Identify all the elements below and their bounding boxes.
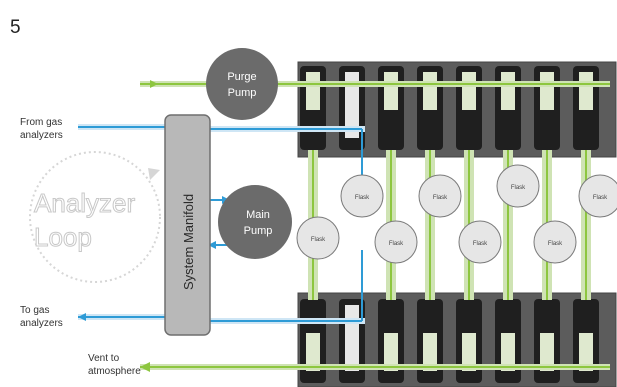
- analyzer-loop-label-1: Analyzer: [34, 188, 135, 218]
- from-gas-analyzers-label-2: analyzers: [20, 130, 63, 141]
- upper-valve-8: [573, 66, 599, 150]
- lower-valve-4: [417, 299, 443, 383]
- vent-label-2: atmosphere: [88, 366, 141, 377]
- lower-valve-5: [456, 299, 482, 383]
- lower-valve-8: [573, 299, 599, 383]
- analyzer-loop: Analyzer Loop: [29, 151, 161, 283]
- purge-pump-label-2: Pump: [228, 87, 257, 99]
- flask-label: Flask: [433, 195, 448, 201]
- analyzer-loop-label-2: Loop: [34, 222, 92, 252]
- flask-label: Flask: [548, 241, 563, 247]
- flask-7: Flask: [533, 220, 577, 264]
- upper-valve-4: [417, 66, 443, 150]
- flask-1: Flask: [296, 216, 340, 260]
- upper-valve-7: [534, 66, 560, 150]
- side-labels: From gas analyzers To gas analyzers Vent…: [20, 117, 141, 377]
- to-gas-analyzers-label-2: analyzers: [20, 318, 63, 329]
- flask-2: Flask: [340, 174, 384, 218]
- flask-label: Flask: [511, 185, 526, 191]
- upper-valve-5: [456, 66, 482, 150]
- purge-pump: Purge Pump: [206, 48, 278, 120]
- flask-5: Flask: [458, 220, 502, 264]
- upper-valve-6: [495, 66, 521, 150]
- lower-valve-6: [495, 299, 521, 383]
- purge-pump-label-1: Purge: [227, 71, 256, 83]
- upper-valve-1: [300, 66, 326, 150]
- flask-4: Flask: [418, 174, 462, 218]
- flask-6: Flask: [496, 164, 540, 208]
- system-manifold-label: System Manifold: [181, 194, 196, 290]
- from-gas-analyzers-label-1: From gas: [20, 117, 62, 128]
- figure-number: 5: [10, 17, 21, 38]
- main-pump-label-2: Pump: [244, 225, 273, 237]
- lower-valve-slots: [300, 299, 599, 383]
- flask-label: Flask: [593, 195, 608, 201]
- system-manifold: System Manifold: [164, 114, 211, 336]
- flask-label: Flask: [473, 241, 488, 247]
- lower-valve-3: [378, 299, 404, 383]
- upper-valve-3: [378, 66, 404, 150]
- flask-8: Flask: [578, 174, 617, 218]
- lower-valve-7: [534, 299, 560, 383]
- flask-label: Flask: [389, 241, 404, 247]
- flask-3: Flask: [374, 220, 418, 264]
- main-pump-label-1: Main: [246, 209, 270, 221]
- lower-valve-1: [300, 299, 326, 383]
- flask-label: Flask: [355, 195, 370, 201]
- to-gas-analyzers-label-1: To gas: [20, 305, 49, 316]
- main-pump: Main Pump: [218, 185, 292, 259]
- flask-label: Flask: [311, 237, 326, 243]
- vent-label-1: Vent to: [88, 353, 120, 364]
